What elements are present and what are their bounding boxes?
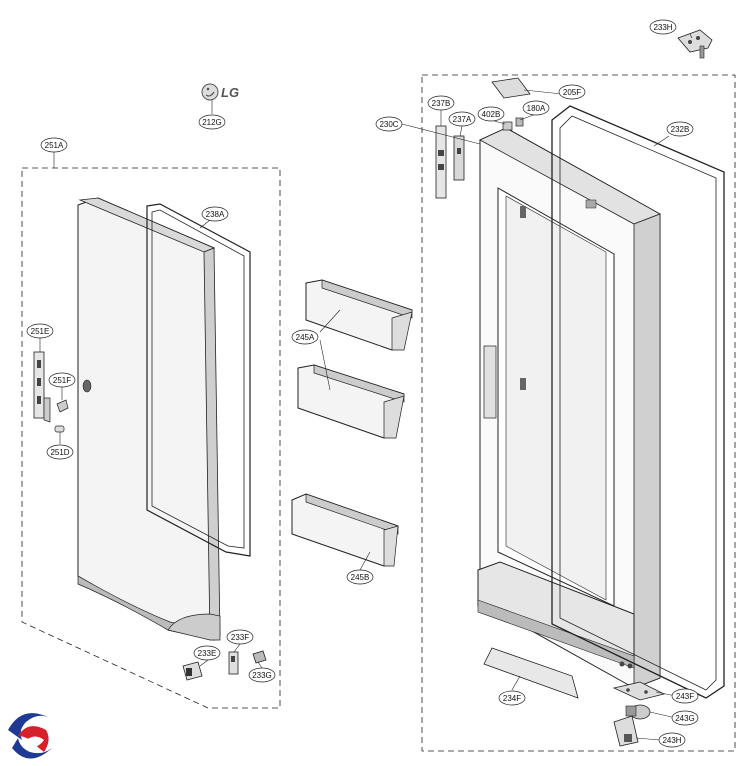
callout-233E: 233E — [193, 645, 221, 661]
callout-245B: 245B — [346, 569, 374, 585]
part-label: 233F — [231, 633, 249, 642]
callout-243G: 243G — [671, 710, 699, 726]
callout-251D: 251D — [46, 444, 74, 460]
lower-hinge-bracket — [228, 651, 239, 675]
top-hinge-plate — [677, 29, 713, 59]
callout-237B: 237B — [427, 95, 455, 111]
lg-logo-emblem: LG — [201, 83, 239, 101]
callout-180A: 180A — [522, 100, 550, 116]
hinge-cap — [54, 425, 65, 433]
part-label: 243G — [675, 714, 695, 723]
logo-text: LG — [221, 85, 239, 100]
callout-237A: 237A — [448, 111, 476, 127]
callout-245A: 245A — [291, 329, 319, 345]
part-label: 232B — [671, 125, 690, 134]
leader-lines — [39, 33, 693, 741]
callout-232B: 232B — [666, 121, 694, 137]
left-door-assembly-boundary — [21, 167, 281, 709]
part-label: 238A — [206, 210, 225, 219]
upper-hinge-bracket — [33, 351, 51, 423]
bottom-hinge-bracket — [613, 715, 639, 747]
hinge-strip-short — [453, 135, 465, 181]
part-label: 212G — [202, 118, 222, 127]
left-door-gasket — [146, 203, 251, 557]
switch-part — [515, 117, 524, 127]
hinge-strip-long — [435, 125, 447, 199]
right-door-assembly-boundary — [421, 74, 736, 752]
right-door-frame — [477, 127, 661, 689]
part-label: 233G — [252, 671, 272, 680]
part-label: 402B — [482, 110, 501, 119]
part-label: 251F — [53, 376, 71, 385]
door-bin-middle — [297, 364, 405, 439]
part-label: 245A — [296, 333, 315, 342]
part-label: 234F — [503, 694, 521, 703]
callout-233G: 233G — [248, 667, 276, 683]
part-label: 230C — [379, 120, 398, 129]
callout-205F: 205F — [558, 84, 586, 100]
lower-hinge-clip — [252, 650, 267, 664]
part-label: 233H — [653, 23, 672, 32]
hinge-pin-small — [56, 399, 69, 413]
callout-251F: 251F — [48, 372, 76, 388]
part-label: 245B — [351, 573, 370, 582]
right-door-gasket — [551, 105, 725, 699]
bottom-hinge-plate — [612, 681, 666, 701]
callout-233F: 233F — [226, 629, 254, 645]
top-cover-cap — [491, 77, 531, 99]
part-label: 251A — [45, 141, 64, 150]
left-door-panel — [77, 197, 221, 641]
callout-238A: 238A — [201, 206, 229, 222]
callout-234F: 234F — [498, 690, 526, 706]
part-label: 237B — [432, 99, 451, 108]
lower-hinge-block — [182, 661, 203, 681]
part-label: 243F — [676, 692, 694, 701]
part-label: 251E — [31, 327, 50, 336]
callout-243H: 243H — [658, 732, 686, 748]
small-clip — [502, 121, 513, 131]
bottom-trim-strip — [483, 647, 579, 699]
brand-swirl-icon — [4, 713, 54, 762]
door-bin-upper — [305, 279, 413, 351]
callout-402B: 402B — [477, 106, 505, 122]
door-bin-lower — [291, 493, 399, 567]
callout-251A: 251A — [40, 137, 68, 153]
part-label: 243H — [662, 736, 681, 745]
part-label: 233E — [198, 649, 217, 658]
part-label: 180A — [527, 104, 546, 113]
part-label: 205F — [563, 88, 581, 97]
callout-243F: 243F — [671, 688, 699, 704]
callout-230C: 230C — [375, 116, 403, 132]
callout-212G: 212G — [198, 114, 226, 130]
callout-233H: 233H — [649, 19, 677, 35]
callout-251E: 251E — [26, 323, 54, 339]
part-label: 251D — [50, 448, 69, 457]
part-label: 237A — [453, 115, 472, 124]
